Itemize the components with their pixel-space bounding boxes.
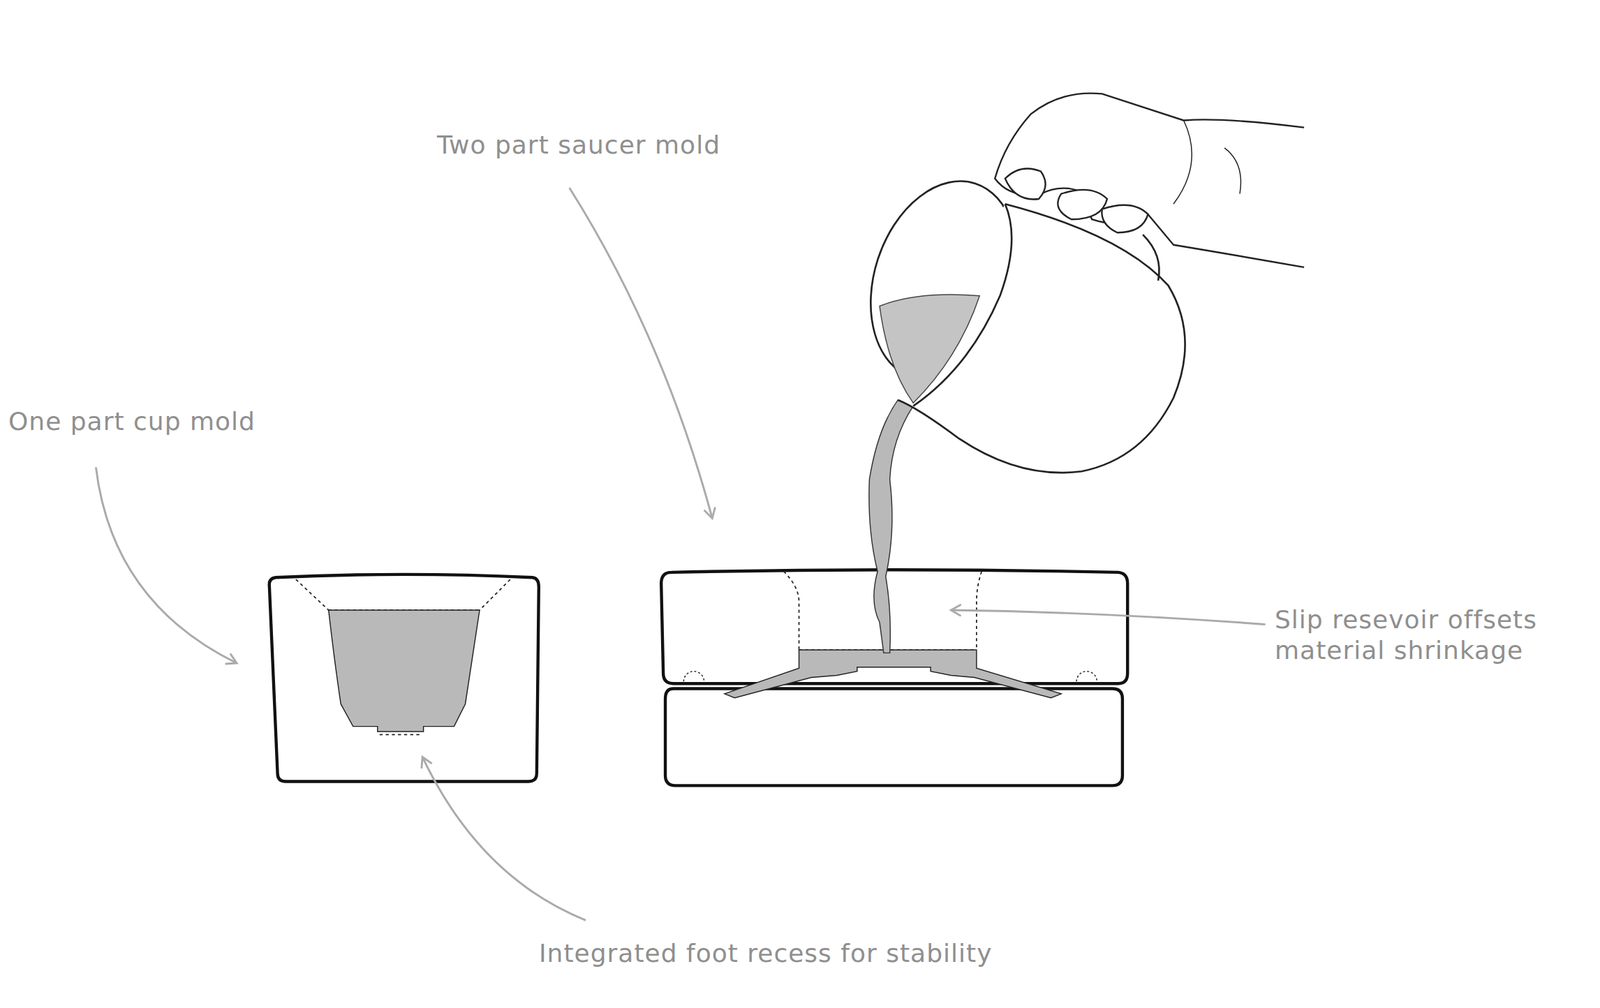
leader-arrows	[95, 187, 1265, 921]
callout-label: Slip resevoir offsets material shrinkage	[1274, 604, 1586, 666]
hand	[994, 93, 1305, 268]
cup-mold	[269, 574, 539, 782]
slip-stream	[869, 400, 914, 653]
callout-label: Two part saucer mold	[436, 129, 721, 161]
callout-label: Integrated foot recess for stability	[538, 938, 992, 969]
callout-label: One part cup mold	[8, 406, 256, 437]
saucer-mold	[661, 569, 1128, 786]
pitcher	[846, 161, 1185, 473]
